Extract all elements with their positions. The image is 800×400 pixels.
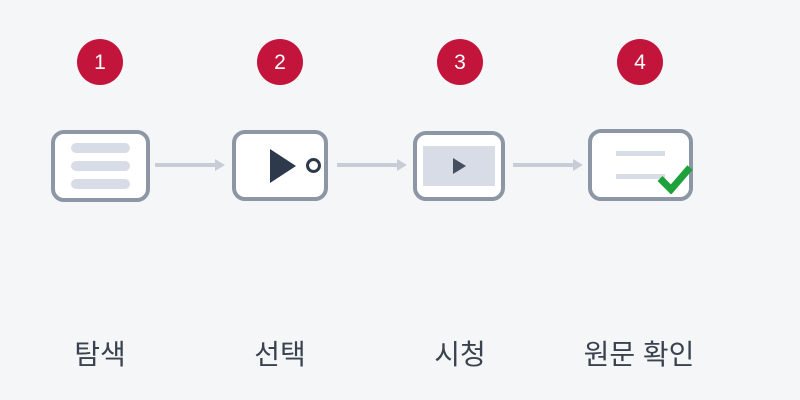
step-2-number: 2	[274, 50, 286, 74]
step-3-box	[413, 131, 505, 201]
step-2-badge: 2	[257, 39, 303, 85]
list-icon	[71, 143, 130, 189]
step-2-label: 선택	[254, 339, 306, 370]
arrow-right-icon	[337, 159, 407, 171]
step-1-number: 1	[94, 50, 106, 74]
arrow-right-icon	[155, 159, 225, 171]
step-1-badge: 1	[77, 39, 123, 85]
play-icon	[452, 158, 466, 174]
step-4-label: 원문 확인	[583, 339, 695, 370]
list-line	[71, 179, 130, 189]
list-line	[71, 143, 130, 153]
step-1-box	[51, 130, 150, 202]
step-3-number: 3	[454, 50, 466, 74]
arrow-right-icon	[513, 159, 583, 171]
video-screen	[423, 146, 495, 186]
step-3-label: 시청	[434, 339, 486, 370]
step-3-badge: 3	[437, 39, 483, 85]
document-line	[616, 174, 665, 179]
document-line	[616, 151, 665, 156]
step-4-box	[588, 129, 693, 201]
step-4-badge: 4	[617, 39, 663, 85]
step-1-label: 탐색	[74, 339, 126, 370]
step-4-number: 4	[634, 50, 646, 74]
step-2-box	[232, 130, 328, 201]
check-icon	[657, 165, 693, 194]
cursor-ring-icon	[306, 158, 321, 173]
list-line	[71, 161, 130, 171]
document-lines-icon	[616, 151, 665, 179]
play-icon	[270, 148, 296, 183]
